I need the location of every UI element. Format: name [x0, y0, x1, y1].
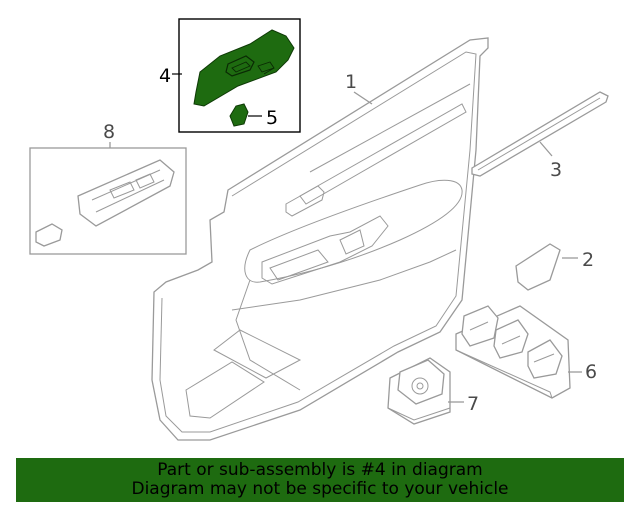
callout-3: 3 — [550, 159, 562, 181]
mirror-switch[interactable] — [387, 357, 451, 425]
callout-6: 6 — [585, 361, 597, 383]
callout-2: 2 — [582, 249, 594, 271]
banner-line-2: Diagram may not be specific to your vehi… — [131, 479, 509, 499]
courtesy-lamp-box[interactable] — [29, 147, 187, 255]
door-trim-panel[interactable] — [151, 37, 489, 441]
belt-molding-strip[interactable] — [471, 91, 609, 177]
banner-line-1: Part or sub-assembly is #4 in diagram — [157, 460, 483, 480]
callout-1: 1 — [345, 71, 357, 93]
leader-3 — [539, 141, 553, 157]
switch-bezel-part[interactable] — [193, 29, 295, 107]
leader-1 — [353, 91, 373, 105]
trim-cover[interactable] — [515, 243, 561, 291]
callout-4: 4 — [159, 65, 171, 87]
callout-7: 7 — [467, 393, 479, 415]
lamp-frame — [29, 147, 187, 255]
info-banner: Part or sub-assembly is #4 in diagram Di… — [16, 458, 624, 502]
retainer-clip-part[interactable] — [229, 103, 249, 127]
switch-bezel-box[interactable] — [178, 18, 301, 133]
callout-8: 8 — [103, 121, 115, 143]
master-window-switch[interactable] — [455, 305, 571, 399]
callout-5: 5 — [266, 107, 278, 129]
bezel-opening — [225, 55, 255, 77]
parts-diagram: 1 3 2 6 7 — [29, 18, 609, 441]
